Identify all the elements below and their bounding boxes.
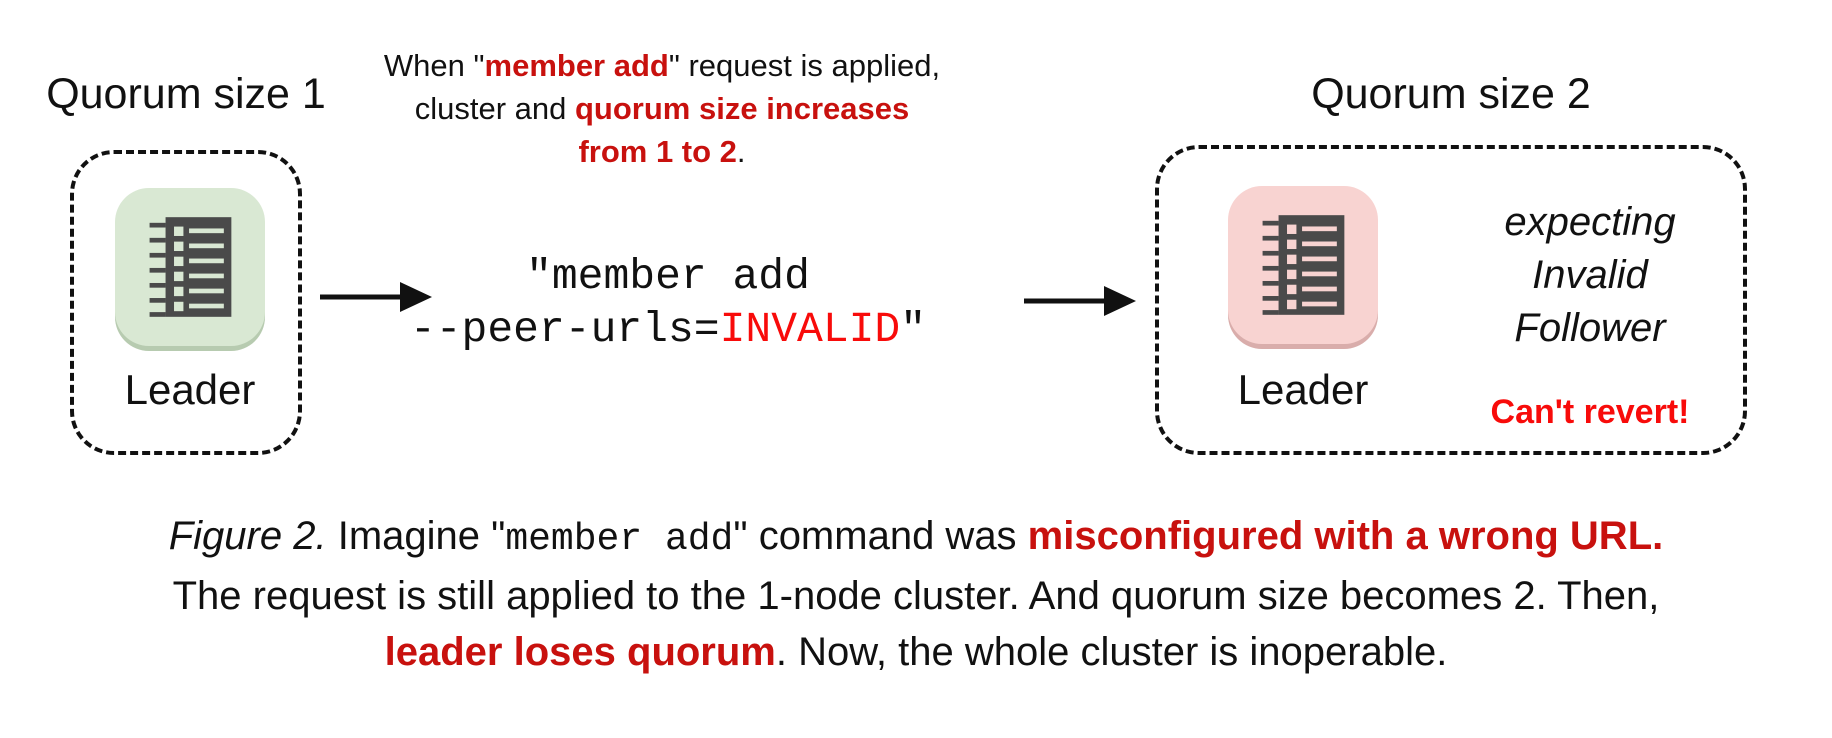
server-icon bbox=[149, 217, 232, 317]
arrow-right-icon bbox=[320, 282, 432, 312]
right-leader-label: Leader bbox=[1237, 366, 1369, 413]
arrow-right-icon bbox=[1024, 286, 1136, 316]
server-icon bbox=[1262, 215, 1345, 315]
annotation-line-2: cluster and quorum size increases bbox=[414, 91, 910, 126]
annotation-line-3: from 1 to 2. bbox=[578, 134, 746, 169]
right-cluster-title: Quorum size 2 bbox=[1311, 70, 1591, 118]
member-add-command: "member add --peer-urls=INVALID" bbox=[410, 250, 926, 356]
member-add-annotation: When "member add" request is applied, cl… bbox=[384, 44, 940, 173]
left-cluster-box bbox=[70, 150, 302, 455]
expecting-line-2: Invalid bbox=[1532, 253, 1648, 297]
annotation-line-1: When "member add" request is applied, bbox=[383, 48, 941, 83]
caption-line-3: leader loses quorum. Now, the whole clus… bbox=[384, 630, 1448, 674]
caption-line-1: Figure 2. Imagine "member add" command w… bbox=[168, 514, 1664, 561]
command-line-2: --peer-urls=INVALID" bbox=[409, 305, 927, 354]
left-cluster-title: Quorum size 1 bbox=[46, 70, 326, 118]
expecting-invalid-follower-note: expecting Invalid Follower bbox=[1504, 196, 1675, 355]
figure-caption: Figure 2. Imagine "member add" command w… bbox=[0, 508, 1832, 680]
left-leader-label: Leader bbox=[124, 366, 256, 413]
expecting-line-1: expecting bbox=[1504, 200, 1676, 244]
command-line-1: "member add bbox=[526, 252, 810, 301]
cant-revert-warning: Can't revert! bbox=[1490, 393, 1690, 431]
caption-line-2: The request is still applied to the 1-no… bbox=[172, 574, 1660, 618]
leader-node-ok bbox=[115, 188, 265, 346]
figure-number: Figure 2. bbox=[168, 514, 327, 558]
expecting-line-3: Follower bbox=[1514, 306, 1666, 350]
right-cluster-box bbox=[1155, 145, 1747, 455]
leader-node-failing bbox=[1228, 186, 1378, 344]
